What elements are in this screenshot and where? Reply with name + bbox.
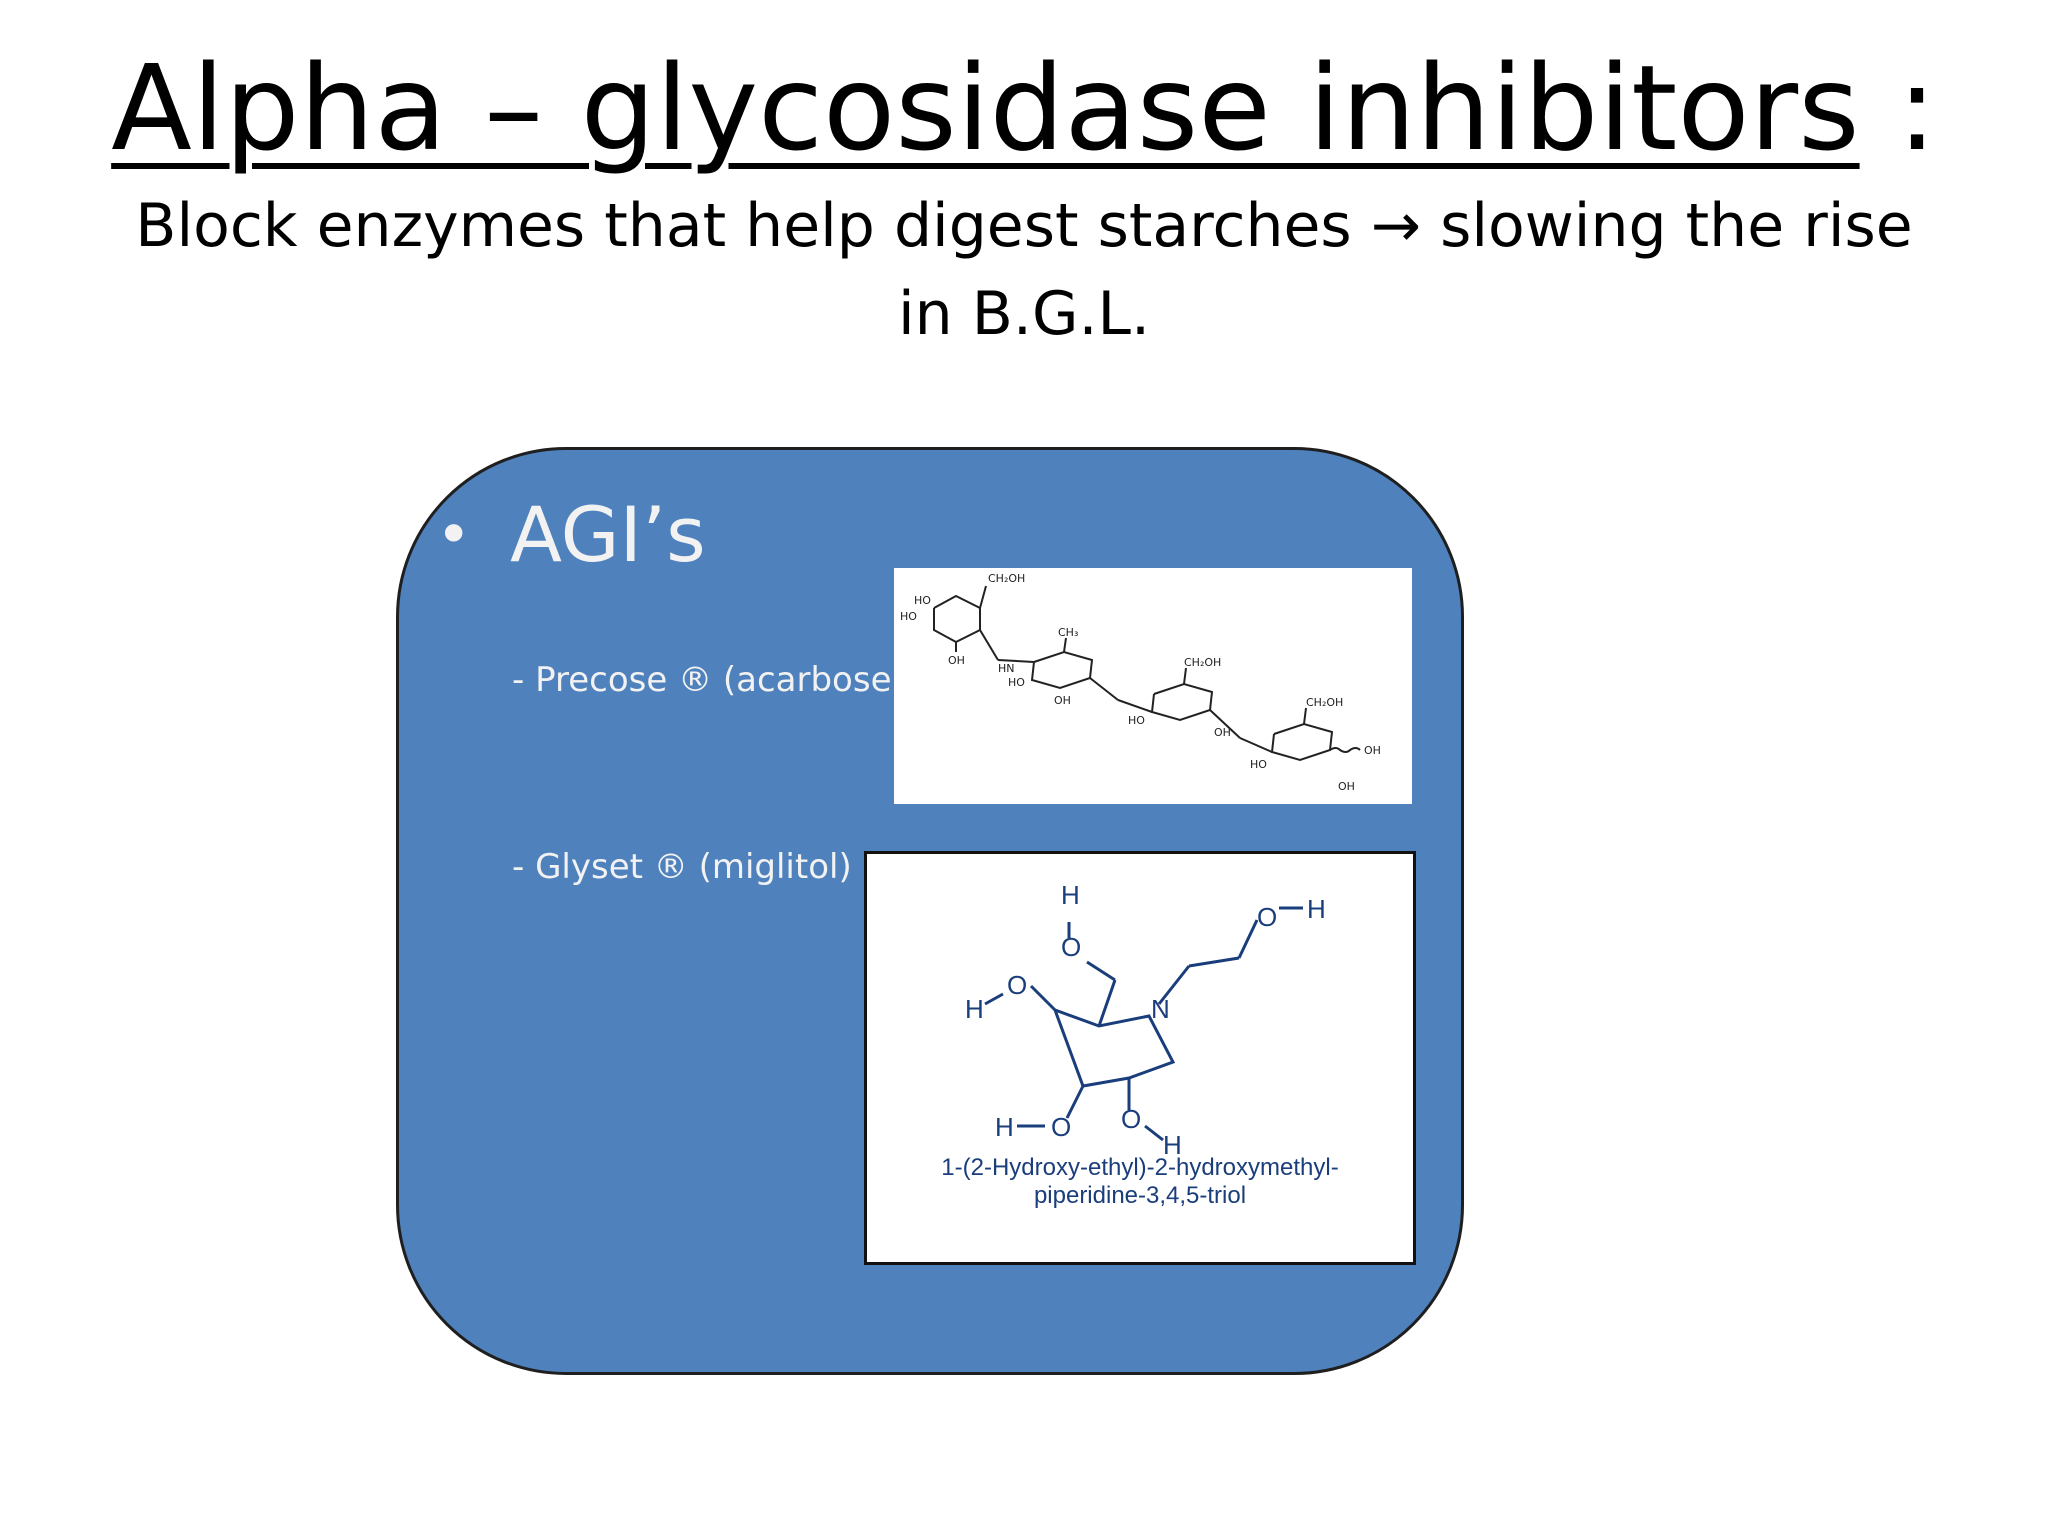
miglitol-atom-11: H: [1163, 1130, 1182, 1160]
acarbose-label-11: OH: [1214, 726, 1231, 739]
acarbose-label-3: HO: [900, 610, 917, 623]
acarbose-label-14: OH: [1338, 780, 1355, 793]
acarbose-structure-drawing: CH₂OH HO HO OH HN CH₃ HO OH CH₂OH HO OH …: [900, 572, 1381, 793]
acarbose-label-2: HO: [914, 594, 931, 607]
acarbose-label-5: HN: [998, 662, 1015, 675]
acarbose-label-12: CH₂OH: [1306, 696, 1343, 709]
miglitol-iupac-caption: 1-(2-Hydroxy-ethyl)-2-hydroxymethyl- pip…: [867, 1154, 1413, 1210]
miglitol-structure-drawing: H O O H H O N H O O H: [965, 880, 1326, 1160]
miglitol-caption-line1: 1-(2-Hydroxy-ethyl)-2-hydroxymethyl-: [941, 1154, 1339, 1181]
miglitol-atom-4: H: [1307, 894, 1326, 924]
acarbose-label-4: OH: [948, 654, 965, 667]
acarbose-label-8: OH: [1054, 694, 1071, 707]
miglitol-atom-7: N: [1151, 994, 1170, 1024]
miglitol-atom-8: H: [995, 1112, 1014, 1142]
drug-item-acarbose: - Precose ® (acarbose),: [512, 660, 916, 700]
acarbose-label-1: CH₂OH: [988, 572, 1025, 585]
miglitol-atom-3: O: [1257, 902, 1277, 932]
slide-title: Alpha – glycosidase inhibitors :: [0, 38, 2048, 178]
drug-item-miglitol: - Glyset ® (miglitol): [512, 847, 852, 887]
acarbose-label-6: CH₃: [1058, 626, 1078, 639]
bullet-text: AGI’s: [510, 490, 706, 579]
acarbose-structure-image: CH₂OH HO HO OH HN CH₃ HO OH CH₂OH HO OH …: [894, 568, 1412, 804]
title-main: Alpha – glycosidase inhibitors: [111, 39, 1860, 177]
acarbose-label-10: HO: [1128, 714, 1145, 727]
acarbose-label-15: OH: [1364, 744, 1381, 757]
acarbose-label-13: HO: [1250, 758, 1267, 771]
title-suffix: :: [1859, 39, 1937, 177]
miglitol-atom-10: O: [1121, 1104, 1141, 1134]
miglitol-caption-line2: piperidine-3,4,5-triol: [1033, 1182, 1247, 1209]
acarbose-label-9: CH₂OH: [1184, 656, 1221, 669]
miglitol-atom-2: O: [1061, 932, 1081, 962]
miglitol-structure-image: H O O H H O N H O O H 1-(2-Hydroxy-ethyl…: [864, 851, 1416, 1265]
bullet-dot: •: [436, 500, 472, 570]
slide-subtitle: Block enzymes that help digest starches …: [135, 191, 1913, 349]
miglitol-atom-5: H: [965, 994, 984, 1024]
miglitol-atom-6: O: [1007, 970, 1027, 1000]
miglitol-atom-1: H: [1061, 880, 1080, 910]
miglitol-atom-9: O: [1051, 1112, 1071, 1142]
bullet-item: • AGI’s: [436, 490, 706, 580]
acarbose-label-7: HO: [1008, 676, 1025, 689]
